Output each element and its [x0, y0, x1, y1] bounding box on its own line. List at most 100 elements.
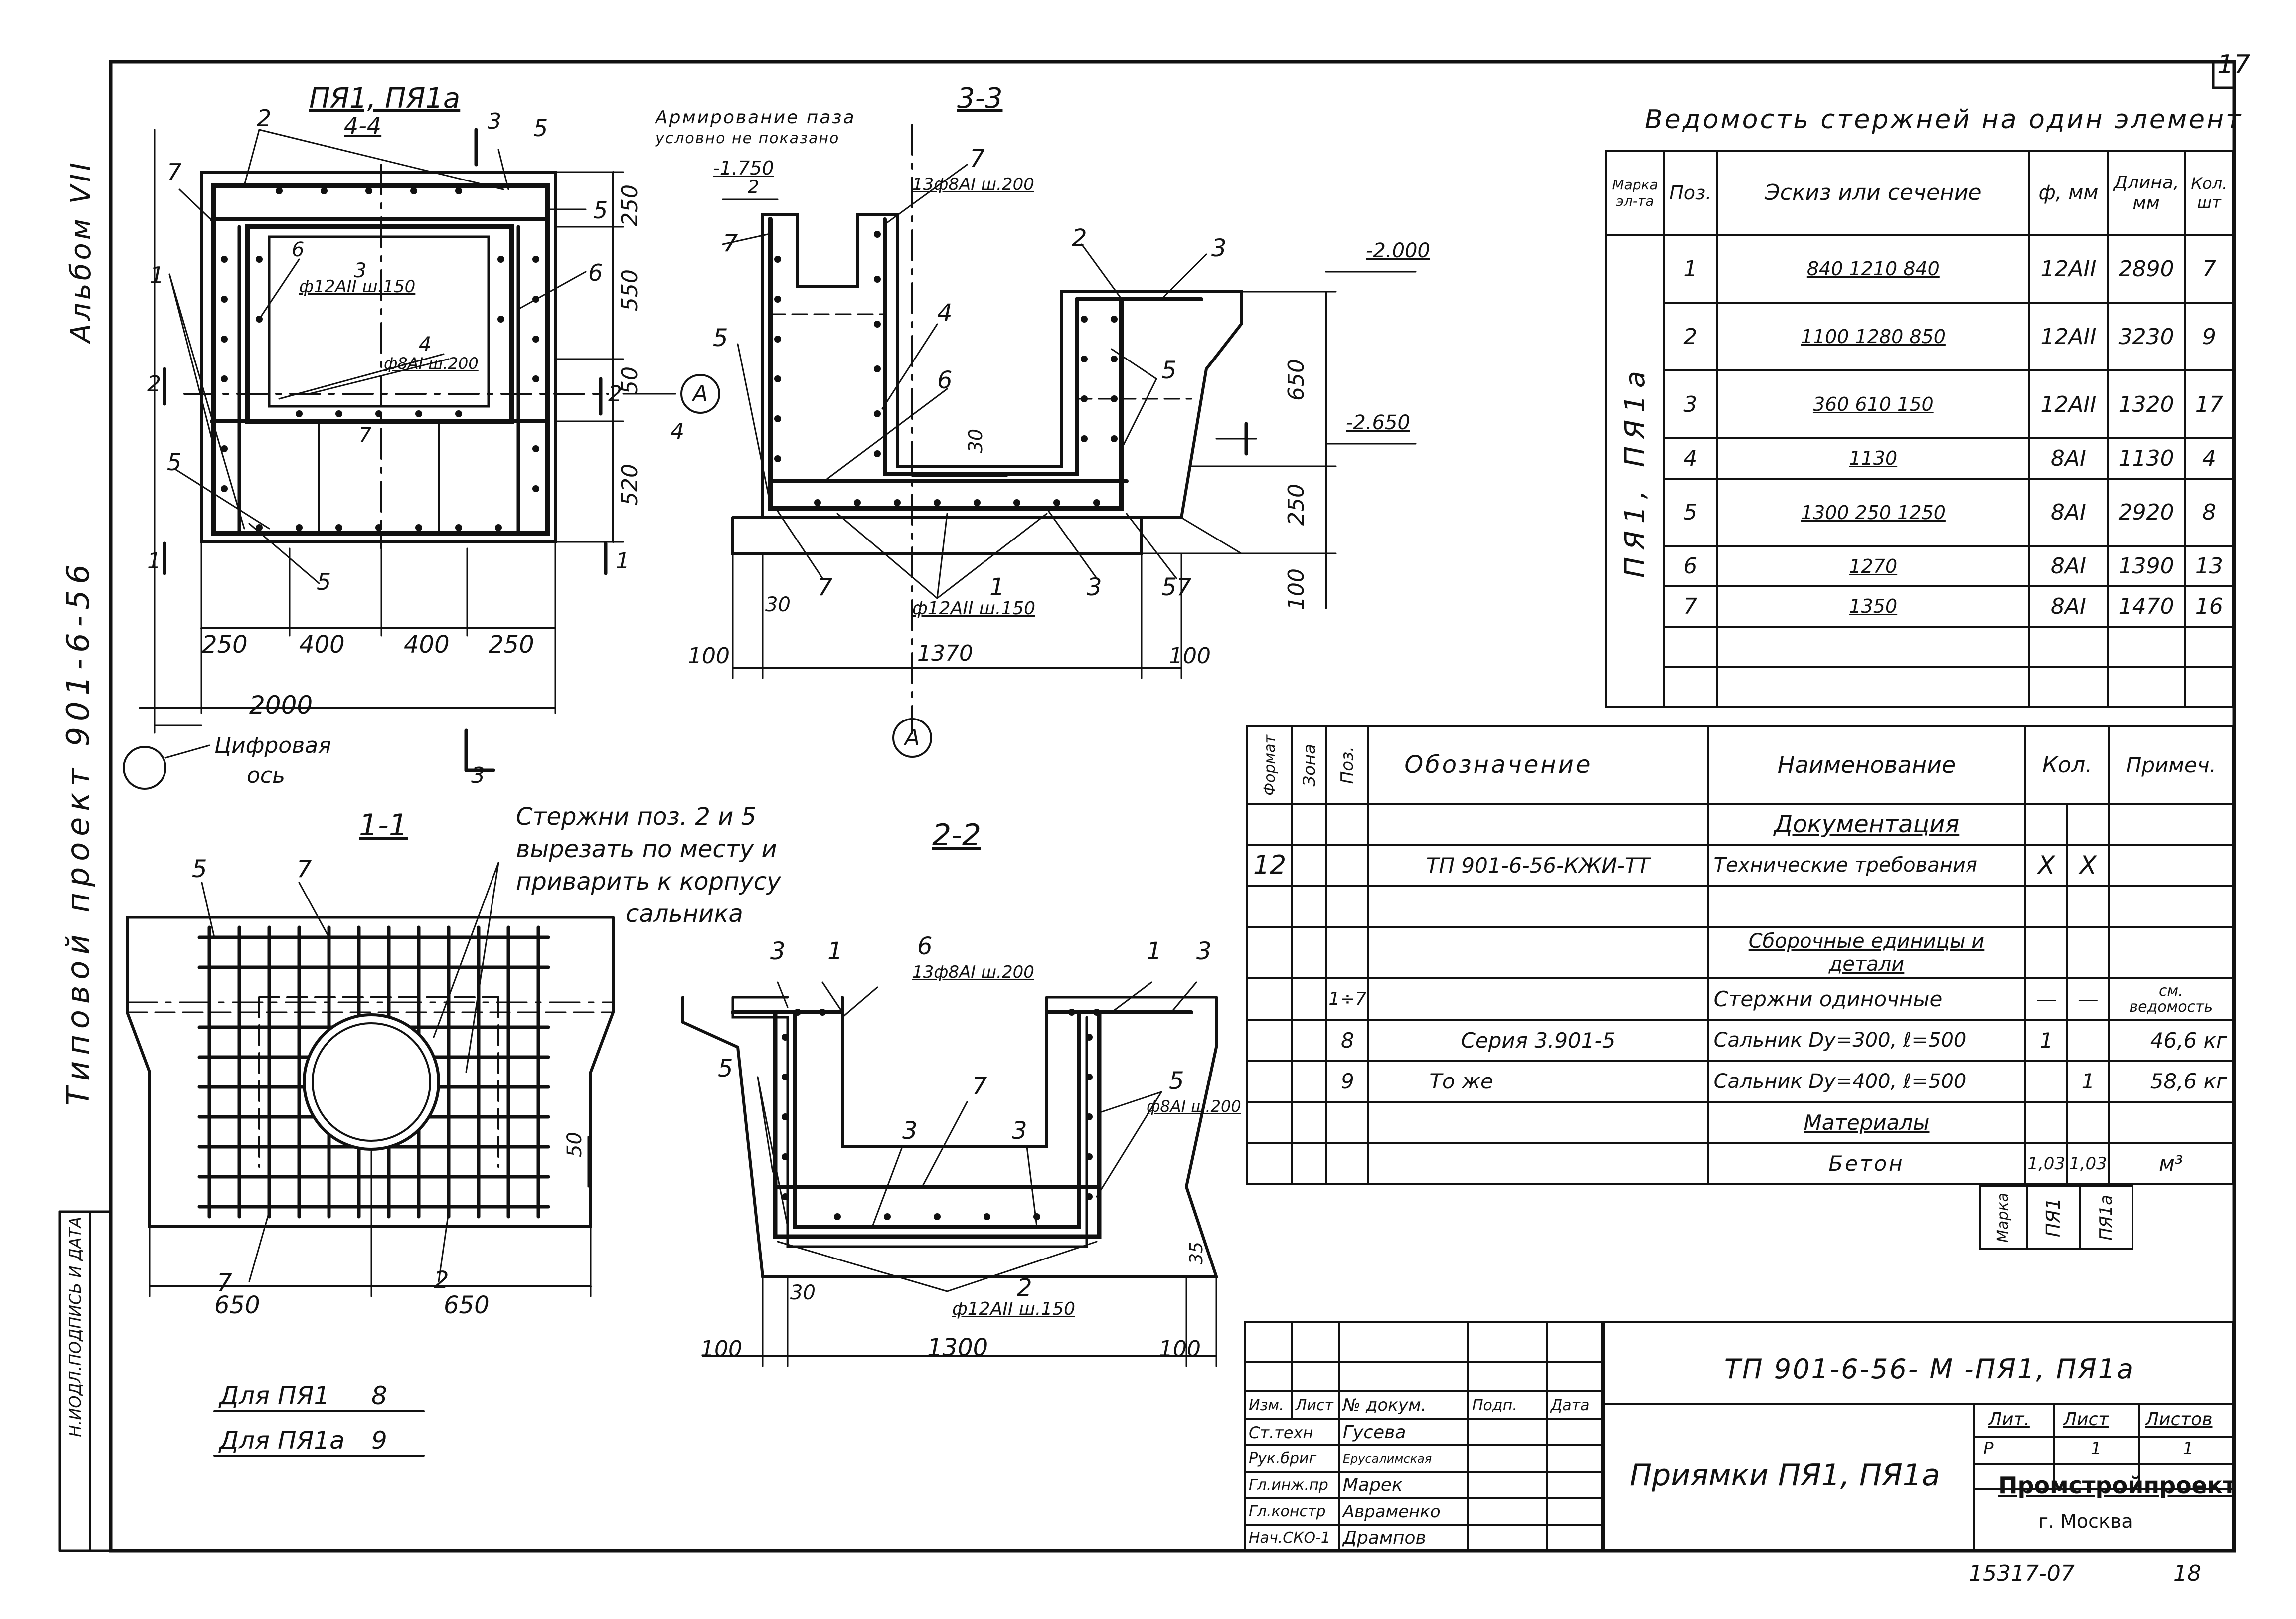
left-stamp-label: Н.ИОДЛ.ПОДПИСЬ И ДАТА [66, 1217, 85, 1437]
sec11-note-1: Стержни поз. 2 и 5 [516, 803, 757, 831]
staff-role: Гл.констр [1244, 1497, 1340, 1526]
cut-mark-4: 4 [670, 419, 684, 444]
bars-row-empty [1606, 666, 2235, 708]
title-list: 1 [2091, 1439, 2102, 1459]
album-label: Альбом VII [65, 160, 97, 343]
sec11-callout-7b: 7 [217, 1269, 232, 1297]
sec33-dim-100a: 100 [688, 643, 730, 669]
sec22-dim-30: 30 [790, 1281, 816, 1304]
sec11-callout-7a: 7 [297, 855, 312, 883]
sec11-note-2: вырезать по месту и [516, 835, 777, 863]
staff-name: Авраменко [1337, 1497, 1469, 1526]
plan-dim-1: 250 [202, 631, 248, 659]
bars-row-empty [1606, 625, 2235, 668]
spec-row: Документация [1246, 802, 2235, 846]
bars-qty: 4 [2184, 437, 2235, 480]
sec33-note-1: Армирование паза [656, 107, 856, 128]
title-lit-label: Лит. [1988, 1409, 2030, 1430]
plan-dim-2: 400 [299, 631, 345, 659]
sheet-frame [109, 60, 2236, 1553]
plan-callout-1: 1 [150, 262, 164, 289]
page-number: 17 [2217, 50, 2251, 80]
title-org: Промстройпроект [1998, 1472, 2236, 1499]
staff-name: Ерусалимская [1337, 1444, 1469, 1473]
axis-label-2: ось [247, 763, 286, 788]
sec33-elev-3: -2.650 [1346, 411, 1410, 434]
sec33-callout-3a: 3 [1211, 234, 1227, 262]
sec22-dim-100a: 100 [700, 1336, 742, 1362]
bars-row: 7 1350 8АI 1470 16 [1606, 585, 2235, 628]
sec22-callout-1b: 1 [1147, 937, 1162, 965]
sec22-callout-3a: 3 [770, 937, 786, 965]
title-lit: Р [1983, 1439, 1994, 1459]
legend-label-2: Для ПЯ1а [219, 1426, 345, 1455]
bars-qty: 17 [2184, 369, 2235, 440]
stamp-col-sign: Подп. [1467, 1390, 1548, 1420]
sec11-note-4: сальника [626, 900, 743, 928]
plan-callout-5d: 5 [317, 568, 331, 595]
bars-len: 3230 [2106, 302, 2186, 372]
sec33-rebar-1: ф12АII ш.150 [912, 598, 1035, 619]
plan-callout-5b: 5 [593, 197, 608, 224]
sec33-callout-1: 1 [989, 573, 1005, 601]
axis-a-upper: А [693, 381, 708, 406]
axis-a-lower: А [905, 725, 920, 750]
title-lists: 1 [2183, 1439, 2194, 1459]
sec33-callout-4: 4 [937, 299, 953, 327]
bars-sketch: 840 1210 840 [1716, 234, 2031, 304]
cut-mark-1a: 1 [147, 548, 161, 574]
sec33-title: 3-3 [957, 82, 1003, 115]
sec33-callout-6: 6 [937, 366, 953, 394]
sec22-callout-5a: 5 [718, 1055, 733, 1082]
stamp-col-doc: № докум. [1337, 1390, 1469, 1420]
plan-rebar-3: ф12АII ш.150 [299, 277, 416, 297]
sec33-elev-1: -1.750 [713, 157, 774, 179]
sec33-dim-100b: 100 [1169, 643, 1211, 669]
bars-sketch: 1130 [1716, 437, 2031, 480]
cut-mark-2b: 2 [608, 381, 622, 407]
bars-row: 3 360 610 150 12АII 1320 17 [1606, 369, 2235, 440]
spec-marks-label: Марка [1994, 1193, 2012, 1243]
spec-header-pos: Поз. [1337, 746, 1358, 784]
bars-header-mark: Марка эл-та [1605, 149, 1665, 236]
bars-table-title: Ведомость стержней на один элемент [1645, 105, 2243, 135]
sec33-rebar-7: 13ф8АI ш.200 [912, 175, 1034, 194]
spec-header-format: Формат [1261, 734, 1279, 796]
stamp-col-change: Изм. [1244, 1390, 1293, 1420]
legend-value-1: 8 [371, 1381, 387, 1410]
bars-len: 1390 [2106, 545, 2186, 588]
plan-callout-5c: 5 [167, 449, 182, 476]
bars-dia: 12АII [2028, 234, 2109, 304]
sec22-callout-2: 2 [1017, 1274, 1032, 1302]
sec33-callout-5c: 5 [1161, 573, 1177, 601]
legend-value-2: 9 [371, 1426, 387, 1455]
section-1-1 [126, 862, 615, 1297]
spec-header-note: Примеч. [2108, 725, 2235, 805]
bars-qty: 8 [2184, 477, 2235, 547]
spec-row: Материалы [1246, 1100, 2235, 1144]
bars-sketch: 1270 [1716, 545, 2031, 588]
bars-dia: 8АI [2028, 545, 2109, 588]
bars-len: 2920 [2106, 477, 2186, 547]
section-3-3 [680, 124, 1417, 758]
sec22-callout-3d: 3 [1012, 1117, 1027, 1145]
bars-table: Марка эл-та Поз. Эскиз или сечение ф, мм… [1605, 149, 2235, 708]
sec22-callout-3c: 3 [902, 1117, 918, 1145]
sec33-dim-650: 650 [1284, 359, 1309, 401]
bars-dia: 12АII [2028, 369, 2109, 440]
sec22-callout-1a: 1 [827, 937, 843, 965]
bars-qty: 13 [2184, 545, 2235, 588]
bars-sketch: 1300 250 1250 [1716, 477, 2031, 547]
title-city: г. Москва [2038, 1510, 2133, 1532]
sec33-dim-30b: 30 [965, 429, 986, 453]
spec-row [1246, 885, 2235, 928]
project-label: Типовой проект 901-6-56 [60, 558, 96, 1106]
sec22-dim-1300: 1300 [927, 1334, 988, 1362]
sec22-callout-6: 6 [917, 932, 933, 960]
sec33-callout-7d: 7 [818, 573, 833, 601]
bars-qty: 16 [2184, 585, 2235, 628]
bars-header-len: Длина, мм [2106, 149, 2186, 236]
bars-row: ПЯ1, ПЯ1а 1 840 1210 840 12АII 2890 7 [1605, 234, 2235, 708]
